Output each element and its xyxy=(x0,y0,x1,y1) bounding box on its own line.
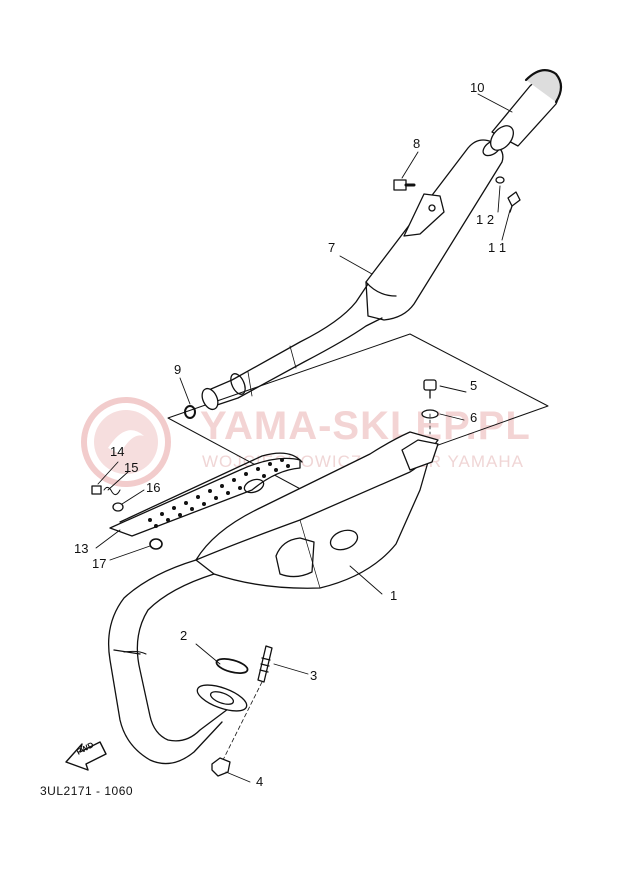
callout-17: 17 xyxy=(92,556,107,571)
callout-9: 9 xyxy=(174,362,182,377)
callout-7: 7 xyxy=(328,240,336,255)
washer-part-16 xyxy=(112,502,124,512)
washer-part-12 xyxy=(495,176,505,184)
gasket-part-2 xyxy=(215,657,249,675)
callout-12: 1 2 xyxy=(476,212,495,227)
callout-3: 3 xyxy=(310,668,318,683)
watermark-brand: YAMA-SKLEP.PL xyxy=(200,404,531,448)
gasket-part-9 xyxy=(184,405,196,419)
screw-part-14 xyxy=(91,485,102,495)
diagram-code: 3UL2171 - 1060 xyxy=(40,784,134,798)
nut-part-4 xyxy=(211,757,231,777)
heat-guard xyxy=(109,452,303,537)
callout-15: 15 xyxy=(124,460,139,475)
spring-washer-part-15 xyxy=(103,486,121,496)
callout-2: 2 xyxy=(180,628,188,643)
bolt-part-8 xyxy=(393,179,416,191)
grommet-part-17 xyxy=(149,538,163,550)
silencer-tailpipe xyxy=(201,139,504,411)
expansion-chamber xyxy=(107,431,439,765)
fwd-arrow xyxy=(65,741,107,771)
callout-14: 14 xyxy=(110,444,125,459)
callout-5: 5 xyxy=(470,378,478,393)
end-cap-tube xyxy=(490,69,563,151)
screw-part-11 xyxy=(507,191,521,213)
watermark-logo xyxy=(81,397,171,487)
callout-1: 1 xyxy=(390,588,398,603)
callout-6: 6 xyxy=(470,410,478,425)
callout-10: 10 xyxy=(470,80,485,95)
bolt-part-5 xyxy=(423,379,437,399)
callout-13: 13 xyxy=(74,541,89,556)
leader-lines xyxy=(95,93,513,783)
callout-8: 8 xyxy=(413,136,421,151)
callout-11: 1 1 xyxy=(488,240,507,255)
callout-4: 4 xyxy=(256,774,264,789)
stud-part-3 xyxy=(257,645,273,683)
callout-16: 16 xyxy=(146,480,161,495)
